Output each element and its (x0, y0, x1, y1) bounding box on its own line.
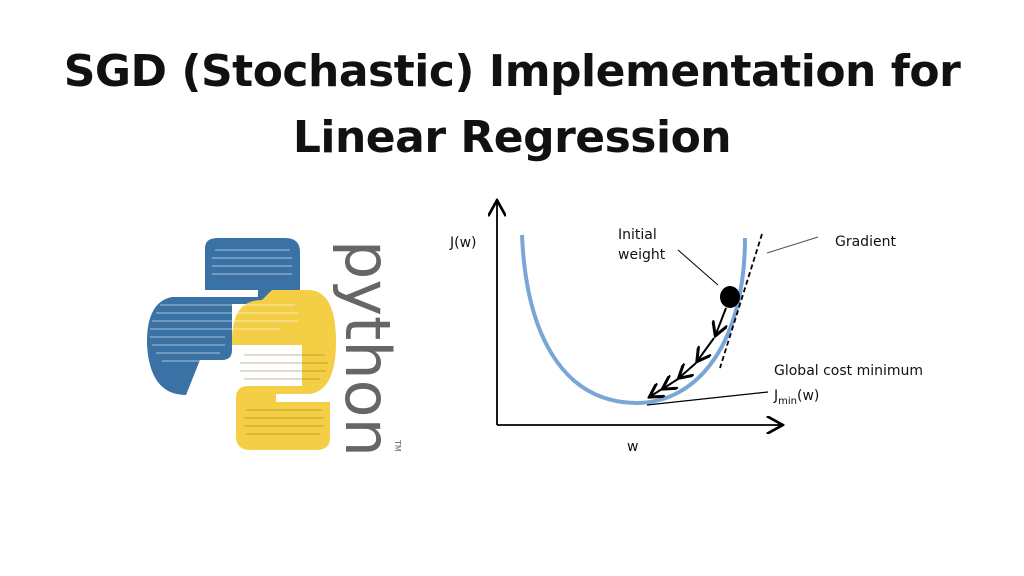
initial-weight-label-line-2: weight (618, 247, 666, 263)
python-logo: python TM (146, 238, 404, 457)
descent-step-arrows (651, 307, 726, 396)
trademark-mark: TM (393, 439, 402, 452)
gradient-leader-line (766, 236, 819, 254)
initial-weight-point (720, 286, 740, 308)
python-logo-blue-snake (146, 238, 300, 395)
global-minimum-label: Global cost minimum (774, 363, 923, 379)
gradient-label: Gradient (835, 234, 896, 250)
slide-title-line-1: SGD (Stochastic) Implementation for (63, 46, 961, 97)
jmin-label: Jmin(w) (773, 388, 819, 407)
y-axis-label: J(w) (449, 235, 477, 251)
python-logo-zen-text (150, 249, 298, 362)
initial-weight-leader-line (677, 249, 719, 286)
python-logo-yellow-snake (232, 290, 336, 450)
python-wordmark: python (331, 240, 404, 457)
slide-title-line-2: Linear Regression (292, 112, 732, 163)
x-axis-label: w (627, 439, 638, 455)
minimum-leader-line (646, 391, 769, 406)
cost-curve (520, 234, 747, 406)
gradient-descent-diagram: J(w) w Initial weight Gradient Global co… (449, 202, 923, 455)
initial-weight-label-line-1: Initial (618, 227, 657, 243)
